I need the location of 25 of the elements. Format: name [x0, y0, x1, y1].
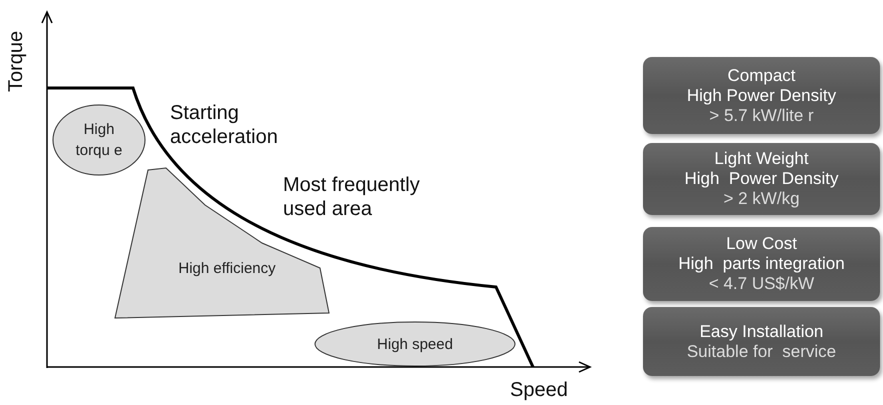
ellipse-region — [52, 104, 146, 176]
card-line: < 4.7 US$/kW — [708, 274, 816, 294]
axis-label: Torque — [4, 30, 28, 92]
polygon-region — [114, 167, 330, 320]
card-heading: Low Cost — [725, 234, 798, 254]
region-label: High torqu e — [74, 120, 124, 161]
card-heading: Easy Installation — [698, 322, 824, 342]
card-line: High Power Density — [686, 86, 838, 106]
annotation-text: Starting acceleration — [170, 101, 279, 149]
card-line: High Power Density — [683, 169, 840, 189]
card-line: > 2 kW/kg — [722, 189, 801, 209]
ellipse-region — [314, 321, 516, 367]
annotation-text: Most frequently used area — [283, 173, 421, 221]
axis-label: Speed — [510, 378, 568, 402]
feature-card — [643, 57, 880, 134]
region-label: High speed — [377, 336, 453, 352]
feature-card — [643, 143, 880, 215]
card-heading: Compact — [726, 66, 797, 86]
region-label: High efficiency — [178, 260, 276, 277]
card-line: High parts integration — [677, 254, 846, 274]
card-line: > 5.7 kW/lite r — [708, 106, 815, 126]
feature-card — [643, 307, 880, 376]
card-line: Suitable for service — [686, 342, 838, 362]
feature-card — [643, 227, 880, 301]
card-heading: Light Weight — [713, 149, 810, 169]
